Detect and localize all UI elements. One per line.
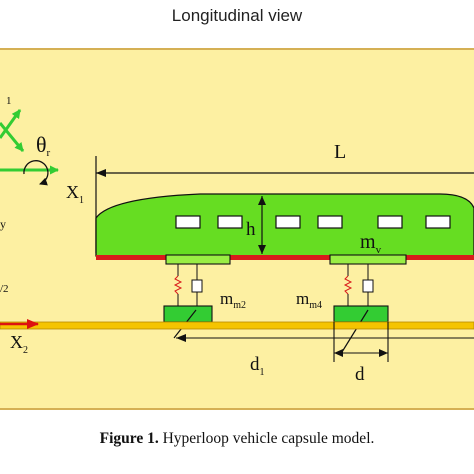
rear-magnet-mass-label: mm4 [296,289,322,311]
guideway [0,321,474,330]
capsule-windows [175,215,451,229]
x2-label: X2 [10,332,28,356]
d1-label: d1 [250,354,265,378]
height-label: h [246,219,256,240]
partial-label-y: y [0,217,6,231]
rear-magnet-marker [341,309,369,353]
capsule-rail [96,255,474,260]
rear-magnet [333,305,389,323]
diagram-title: Longitudinal view [171,6,303,25]
partial-label-2: /2 [0,283,9,295]
reference-frame-axes [0,109,59,175]
theta-label: θr [36,132,51,159]
rear-bogie [329,254,407,265]
rear-suspension [343,264,374,306]
caption-text: Hyperloop vehicle capsule model. [158,430,375,447]
x1-label: X1 [66,182,84,206]
theta-rotation-icon [23,160,49,186]
partial-label-1: 1 [6,95,12,107]
caption-prefix: Figure 1. [99,430,159,447]
figure-caption: Figure 1. Hyperloop vehicle capsule mode… [0,430,474,448]
front-magnet-mass-label: mm2 [220,289,246,311]
length-label: L [334,141,346,163]
vehicle-mass-label: mv [360,231,382,256]
front-suspension [173,264,203,306]
diagram-panel: 1 y /2 θr X1 L h mv [0,48,474,410]
front-bogie [165,254,231,265]
d-label: d [355,364,365,385]
